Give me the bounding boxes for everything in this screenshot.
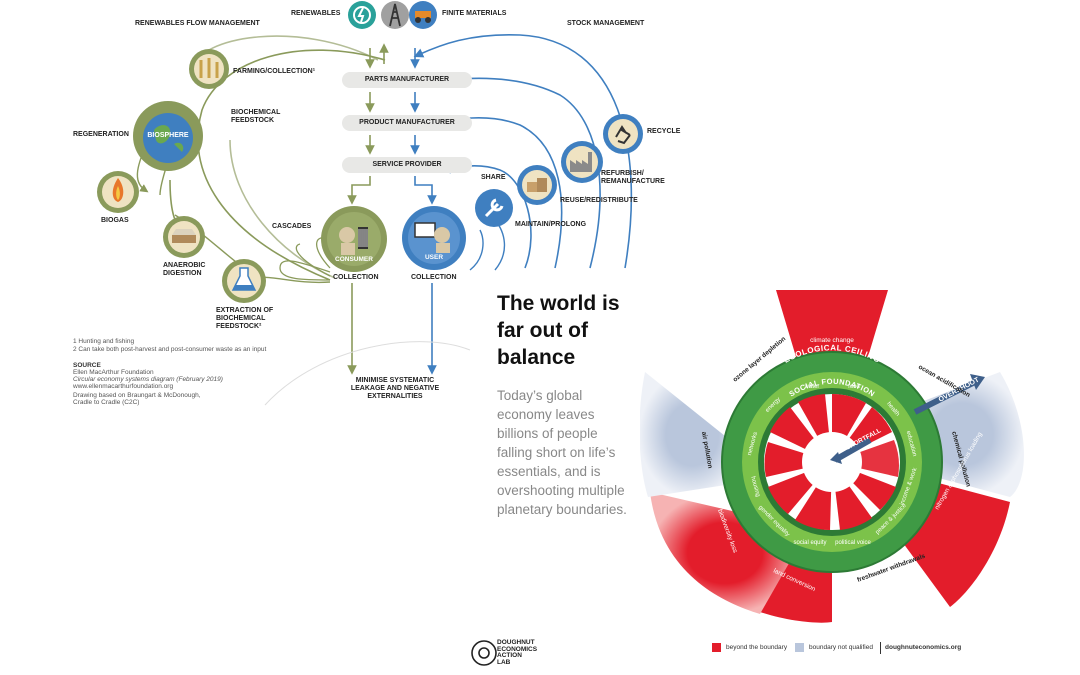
svg-text:social equity: social equity — [793, 540, 826, 546]
renewables-label: RENEWABLES — [291, 10, 341, 17]
deal-logo-icon — [471, 640, 497, 666]
legend-not-qualified: boundary not qualified — [795, 642, 873, 654]
svg-text:BIOSPHERE: BIOSPHERE — [147, 132, 189, 139]
extraction-flask-icon — [222, 259, 266, 303]
legend-beyond: beyond the boundary — [712, 642, 787, 654]
source-org: Ellen MacArthur Foundation — [73, 369, 154, 376]
farming-icon — [189, 49, 229, 89]
renewables-icon — [348, 1, 376, 29]
collection-left-label: COLLECTION — [333, 274, 379, 281]
stock-management-label: STOCK MANAGEMENT — [567, 20, 645, 27]
svg-text:climate change: climate change — [810, 337, 854, 344]
regeneration-label: REGENERATION — [73, 131, 129, 138]
share-label: SHARE — [481, 174, 506, 181]
refurbish-label: REFURBISH/ REMANUFACTURE — [601, 170, 665, 185]
factory-icon — [561, 141, 603, 183]
legend-site[interactable]: doughnuteconomics.org — [880, 642, 961, 654]
legend-grey-swatch — [795, 642, 804, 652]
source-c2c: Cradle to Cradle (C2C) — [73, 399, 140, 406]
boxes-icon — [517, 165, 557, 205]
maintain-label: MAINTAIN/PROLONG — [515, 221, 587, 228]
reuse-label: REUSE/REDISTRIBUTE — [560, 197, 638, 204]
footnote-2: 2 Can take both post-harvest and post-co… — [73, 346, 267, 353]
source-title: SOURCE — [73, 362, 101, 369]
finite-materials-label: FINITE MATERIALS — [442, 10, 507, 17]
service-provider-pill: SERVICE PROVIDER — [342, 157, 472, 173]
source-diagram: Circular economy systems diagram (Februa… — [73, 376, 223, 383]
recycle-label: RECYCLE — [647, 128, 681, 135]
svg-text:food: food — [848, 384, 860, 390]
svg-text:political voice: political voice — [835, 540, 871, 546]
farming-label: FARMING/COLLECTION¹ — [233, 68, 316, 75]
cascades-label: CASCADES — [272, 223, 312, 230]
doughnut-chart: ECOLOGICAL CEILING SOCIAL FOUNDATION OVE… — [640, 290, 1024, 623]
biogas-flame-icon — [97, 171, 139, 213]
source-based: Drawing based on Braungart & McDonough, — [73, 392, 201, 399]
wrench-icon — [475, 189, 513, 227]
deal-logo-text: DOUGHNUT ECONOMICS ACTION LAB — [497, 639, 538, 666]
anaerobic-digestion-label: ANAEROBIC DIGESTION — [163, 262, 206, 277]
svg-text:USER: USER — [425, 254, 443, 261]
headline-body: Today’s global economy leaves billions o… — [497, 388, 627, 517]
consumer-icon: CONSUMER — [321, 206, 387, 272]
mining-truck-icon — [409, 1, 437, 29]
oil-rig-icon — [381, 1, 409, 29]
biosphere-icon: BIOSPHERE — [133, 101, 203, 171]
extraction-label: EXTRACTION OF BIOCHEMICAL FEEDSTOCK² — [216, 307, 274, 330]
minimise-label: MINIMISE SYSTEMATIC LEAKAGE AND NEGATIVE… — [350, 377, 440, 400]
svg-text:water: water — [804, 384, 820, 390]
svg-text:CONSUMER: CONSUMER — [335, 256, 373, 263]
renewables-flow-label: RENEWABLES FLOW MANAGEMENT — [135, 20, 260, 27]
anaerobic-digestion-icon — [163, 216, 205, 258]
shortfall-wedges — [764, 393, 899, 530]
footnote-1: 1 Hunting and fishing — [73, 338, 135, 345]
recycle-icon — [603, 114, 643, 154]
headline-title: The world is far out of balance — [497, 292, 620, 369]
source-url: www.ellenmacarthurfoundation.org — [73, 383, 174, 390]
user-icon: USER — [402, 206, 466, 270]
collection-right-label: COLLECTION — [411, 274, 457, 281]
wedge-air — [640, 372, 745, 497]
biogas-label: BIOGAS — [101, 217, 129, 224]
legend-red-swatch — [712, 642, 721, 652]
svg-text:housing: housing — [749, 476, 760, 498]
product-manufacturer-pill: PRODUCT MANUFACTURER — [342, 115, 472, 131]
parts-manufacturer-pill: PARTS MANUFACTURER — [342, 72, 472, 88]
biochemical-feedstock-label: BIOCHEMICAL FEEDSTOCK — [231, 109, 281, 124]
